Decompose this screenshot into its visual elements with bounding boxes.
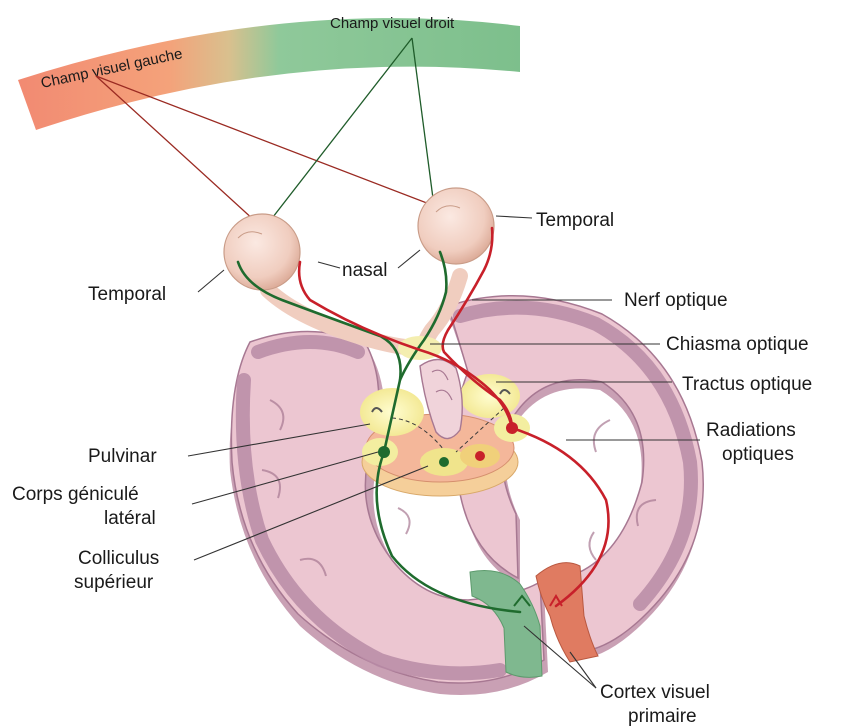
optic-tract-label: Tractus optique (682, 374, 812, 395)
temporal-right-label: Temporal (536, 210, 614, 231)
brain-slice (230, 296, 704, 695)
optic-radiations-label-line2: optiques (722, 444, 794, 465)
superior-colliculus-label-line1: Colliculus (78, 548, 159, 569)
optic-chiasm-label: Chiasma optique (666, 334, 809, 355)
lateral-geniculate-label-line1: Corps géniculé (12, 484, 139, 505)
primary-visual-cortex-label-line1: Cortex visuel (600, 682, 710, 703)
right-eye (418, 188, 494, 264)
superior-colliculus-label-line2: supérieur (74, 572, 154, 593)
thalamus-region (360, 359, 530, 496)
optic-nerve-label: Nerf optique (624, 290, 728, 311)
right-visual-field-label: Champ visuel droit (330, 15, 455, 32)
temporal-left-label: Temporal (88, 284, 166, 305)
left-eye (224, 214, 300, 290)
primary-visual-cortex-label-line2: primaire (628, 706, 697, 727)
lateral-geniculate-label-line2: latéral (104, 508, 156, 529)
nasal-label: nasal (342, 260, 387, 281)
optic-radiations-label-line1: Radiations (706, 420, 796, 441)
pulvinar-label: Pulvinar (88, 446, 157, 467)
